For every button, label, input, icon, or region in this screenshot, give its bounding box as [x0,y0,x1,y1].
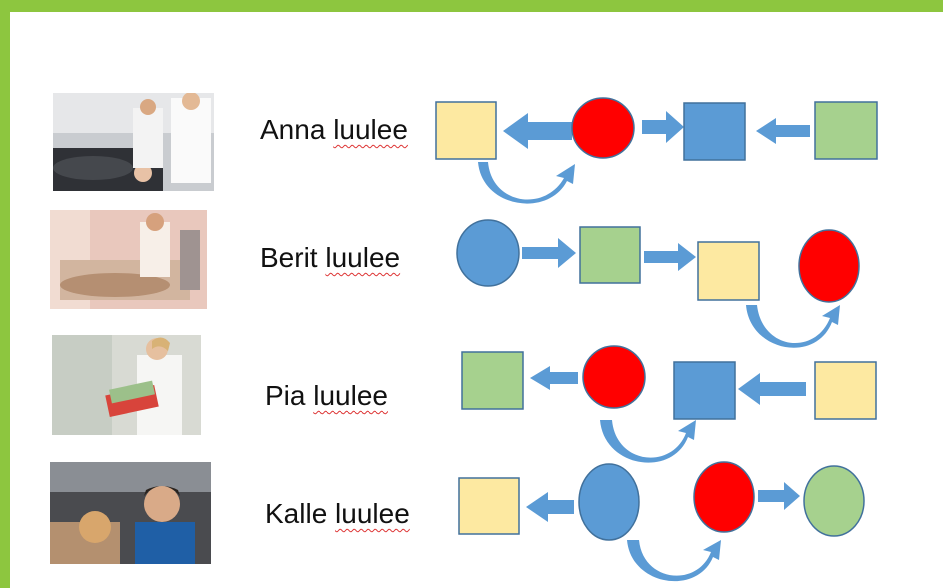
name-pia: Pia [265,380,306,411]
yellow-square [814,361,877,420]
yellow-square [697,241,760,301]
arrow-left [756,118,810,144]
yellow-square [458,477,520,535]
arrow-right [642,111,684,143]
name-anna: Anna [260,114,326,145]
yellow-square [435,101,497,160]
photo-anna [53,93,214,191]
green-square [814,101,878,160]
photo-kalle [50,462,211,564]
row-kalle-diagram [458,461,865,582]
verb-berit: luulee [325,242,401,273]
green-square [461,351,524,410]
verb-kalle: luulee [335,498,410,529]
curved-arrow [478,162,575,204]
arrow-left [738,373,806,405]
curved-arrow [746,305,840,348]
blue-square [673,361,736,420]
arrow-right [522,238,576,268]
red-circle [571,97,635,159]
name-berit: Berit [260,242,318,273]
blue-square [683,102,746,161]
photo-berit [50,210,207,309]
arrow-right [758,482,800,510]
green-square [579,226,641,284]
label-berit: Berit luulee [260,242,400,274]
label-anna: Anna luulee [260,114,408,146]
row-berit-diagram [456,219,860,348]
arrow-left [503,113,572,149]
arrow-left [530,366,578,390]
curved-arrow [627,540,721,582]
curved-arrow [600,420,696,463]
red-circle [582,345,646,409]
name-kalle: Kalle [265,498,328,529]
verb-pia: luulee [313,380,388,411]
label-kalle: Kalle luulee [265,498,410,530]
red-circle [798,229,860,303]
green-circle [803,465,865,537]
arrow-right [644,243,696,271]
photo-pia [52,335,201,435]
label-pia: Pia luulee [265,380,388,412]
verb-anna: luulee [333,114,408,145]
red-circle [693,461,755,533]
row-pia-diagram [461,345,877,463]
blue-circle [456,219,520,287]
arrow-left [526,492,574,522]
blue-circle [578,463,640,541]
row-anna-diagram [435,97,878,204]
